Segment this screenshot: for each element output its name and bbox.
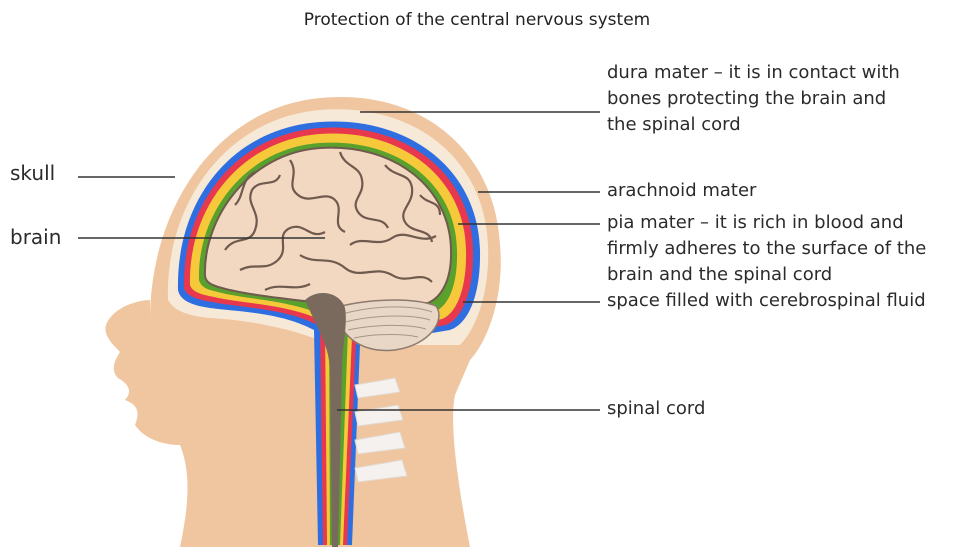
diagram-title: Protection of the central nervous system <box>0 10 954 30</box>
label-arachnoid-mater: arachnoid mater <box>607 178 756 204</box>
label-pia-mater: pia mater – it is rich in blood and firm… <box>607 210 926 288</box>
label-csf-space: space filled with cerebrospinal fluid <box>607 288 926 314</box>
label-brain: brain <box>10 224 61 250</box>
label-pia-mater-line: pia mater – it is rich in blood and <box>607 210 926 236</box>
label-dura-mater: dura mater – it is in contact with bones… <box>607 60 900 138</box>
label-pia-mater-line: brain and the spinal cord <box>607 262 926 288</box>
label-pia-mater-line: firmly adheres to the surface of the <box>607 236 926 262</box>
label-dura-mater-line: the spinal cord <box>607 112 900 138</box>
label-dura-mater-line: dura mater – it is in contact with <box>607 60 900 86</box>
label-skull: skull <box>10 160 55 186</box>
label-dura-mater-line: bones protecting the brain and <box>607 86 900 112</box>
label-spinal-cord: spinal cord <box>607 396 705 422</box>
